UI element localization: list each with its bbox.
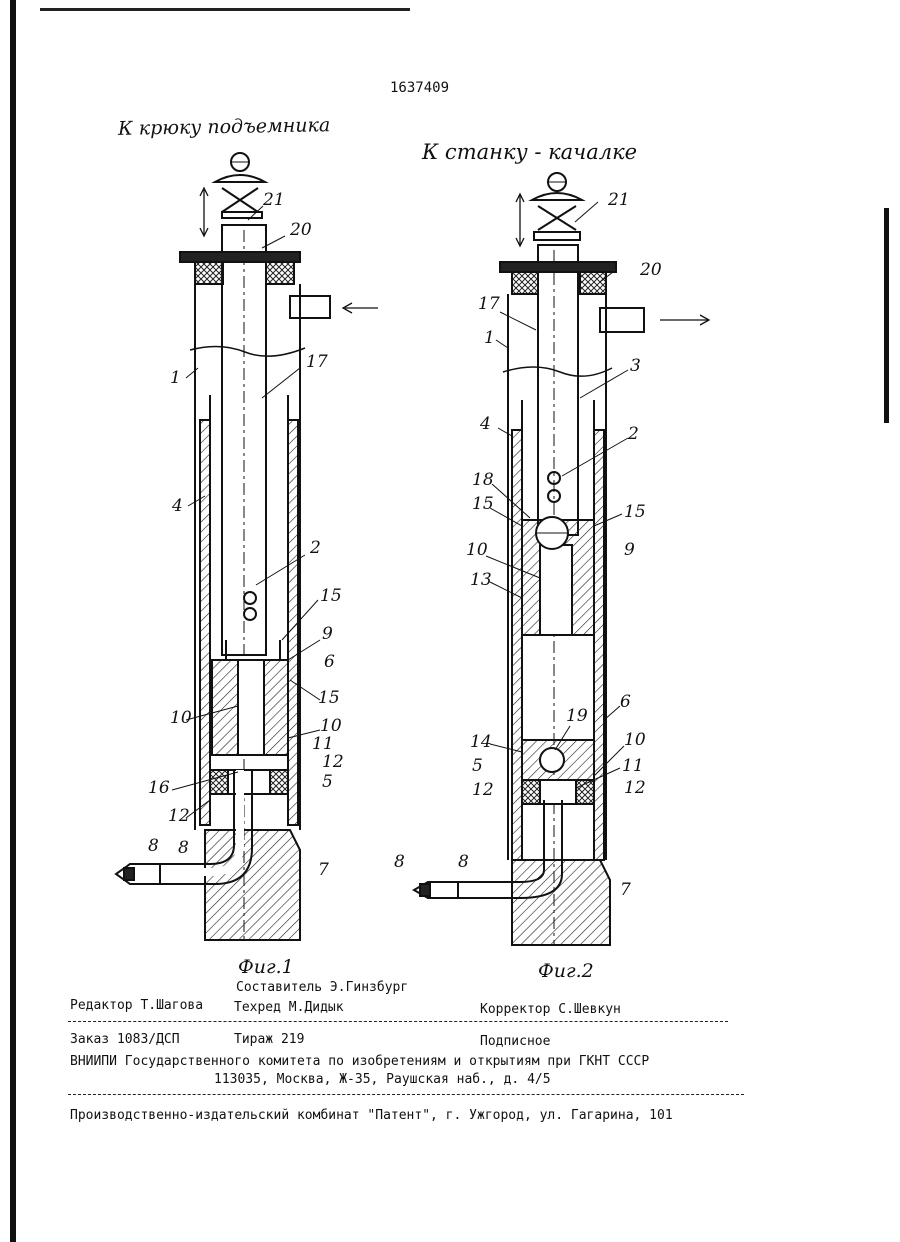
fig1-callout-15b: 15 <box>318 688 340 708</box>
footer-corrector: Корректор С.Шевкун <box>480 1002 621 1017</box>
footer-editor: Редактор Т.Шагова <box>70 998 203 1013</box>
fig2-callout-2: 2 <box>628 424 639 444</box>
fig2-callout-10a: 10 <box>466 540 488 560</box>
fig1-label: Фиг.1 <box>238 956 294 978</box>
fig2-callout-11: 11 <box>622 756 644 776</box>
fig2-callout-21: 21 <box>608 190 630 210</box>
fig2-callout-19: 19 <box>566 706 588 726</box>
fig1-callout-12a: 12 <box>322 752 344 772</box>
fig2-callout-7: 7 <box>620 880 631 900</box>
fig1-callout-1: 1 <box>170 368 181 388</box>
fig2-callout-18: 18 <box>472 470 494 490</box>
fig1-callout-16: 16 <box>148 778 170 798</box>
fig1-callout-4: 4 <box>172 496 183 516</box>
footer-circulation: Тираж 219 <box>234 1032 304 1047</box>
footer-composer: Составитель Э.Гинзбург <box>236 980 408 995</box>
fig2-callout-4: 4 <box>480 414 491 434</box>
fig1-callout-6: 6 <box>324 652 335 672</box>
fig2-callout-15a: 15 <box>472 494 494 514</box>
fig1-callout-10a: 10 <box>170 708 192 728</box>
fig1-callout-17: 17 <box>306 352 328 372</box>
fig2-callout-13: 13 <box>470 570 492 590</box>
fig2-callout-12b: 12 <box>624 778 646 798</box>
fig2-callout-15b: 15 <box>624 502 646 522</box>
figure2-drawing <box>414 173 709 945</box>
footer-printer: Производственно-издательский комбинат "П… <box>70 1108 673 1123</box>
fig1-callout-2: 2 <box>310 538 321 558</box>
fig1-callout-11: 11 <box>312 734 334 754</box>
fig2-callout-1: 1 <box>484 328 495 348</box>
fig1-callout-21: 21 <box>263 190 285 210</box>
footer-techred: Техред М.Дидык <box>234 1000 344 1015</box>
fig2-callout-3: 3 <box>630 356 641 376</box>
fig1-callout-8a: 8 <box>148 836 159 856</box>
fig1-callout-7: 7 <box>318 860 329 880</box>
footer-institute: ВНИИПИ Государственного комитета по изоб… <box>70 1054 649 1069</box>
fig2-callout-6: 6 <box>620 692 631 712</box>
fig2-callout-9: 9 <box>624 540 635 560</box>
footer-rule-1 <box>68 1021 728 1022</box>
fig2-callout-14: 14 <box>470 732 492 752</box>
fig1-callout-20: 20 <box>290 220 312 240</box>
fig2-callout-5: 5 <box>472 756 483 776</box>
fig1-callout-10b: 10 <box>320 716 342 736</box>
footer-subscription: Подписное <box>480 1034 550 1049</box>
fig2-callout-8b: 8 <box>458 852 469 872</box>
footer-rule-2 <box>68 1094 744 1095</box>
fig2-callout-8a: 8 <box>394 852 405 872</box>
fig2-callout-20: 20 <box>640 260 662 280</box>
fig1-callout-8b: 8 <box>178 838 189 858</box>
fig1-callout-12b: 12 <box>168 806 190 826</box>
footer-address: 113035, Москва, Ж-35, Раушская наб., д. … <box>214 1072 551 1087</box>
fig2-callout-17: 17 <box>478 294 500 314</box>
fig1-callout-15a: 15 <box>320 586 342 606</box>
footer-order: Заказ 1083/ДСП <box>70 1032 180 1047</box>
fig1-callout-9: 9 <box>322 624 333 644</box>
fig2-callout-10b: 10 <box>624 730 646 750</box>
fig1-callout-5: 5 <box>322 772 333 792</box>
fig2-callout-12a: 12 <box>472 780 494 800</box>
fig2-label: Фиг.2 <box>538 960 594 982</box>
figure1-drawing <box>116 153 378 940</box>
